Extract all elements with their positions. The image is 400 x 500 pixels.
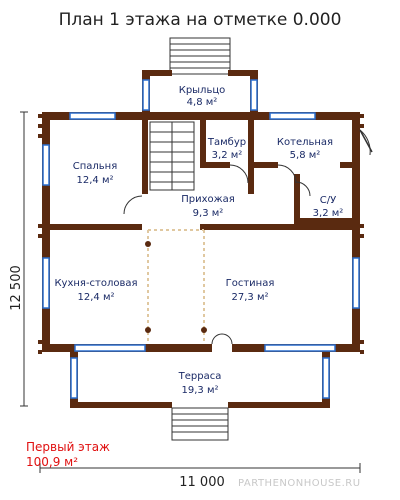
room-porch-area: 4,8 м² bbox=[187, 97, 218, 108]
room-vestibule-name: Тамбур bbox=[207, 137, 246, 148]
room-bedroom-area: 12,4 м² bbox=[77, 175, 114, 186]
room-hall-area: 9,3 м² bbox=[193, 208, 224, 219]
boiler-door bbox=[359, 129, 373, 156]
room-kitchen-name: Кухня-столовая bbox=[54, 278, 137, 289]
width-dimension: 11 000 bbox=[179, 475, 225, 490]
room-living-area: 27,3 м² bbox=[232, 292, 269, 303]
room-wc-area: 3,2 м² bbox=[313, 208, 344, 219]
interior-walls bbox=[42, 112, 360, 230]
room-boiler-area: 5,8 м² bbox=[290, 150, 321, 161]
terrace-windows bbox=[70, 357, 330, 399]
room-vestibule-area: 3,2 м² bbox=[212, 150, 243, 161]
porch-windows bbox=[142, 79, 258, 111]
dimension-lines bbox=[20, 111, 361, 473]
porch-steps bbox=[169, 37, 231, 75]
floor-summary-area: 100,9 м² bbox=[26, 455, 79, 469]
room-living-name: Гостиная bbox=[226, 278, 275, 289]
height-dimension: 12 500 bbox=[9, 265, 24, 311]
room-boiler-name: Котельная bbox=[277, 137, 333, 148]
room-terrace-name: Терраса bbox=[178, 371, 222, 382]
log-ends bbox=[38, 114, 364, 354]
watermark: PARTHENONHOUSE.RU bbox=[238, 478, 361, 489]
terrace-steps bbox=[171, 407, 229, 441]
beams bbox=[145, 229, 207, 344]
plan-title: План 1 этажа на отметке 0.000 bbox=[58, 10, 342, 30]
room-porch-name: Крыльцо bbox=[179, 85, 226, 96]
room-bedroom-name: Спальня bbox=[73, 161, 118, 172]
door-swings bbox=[123, 164, 311, 345]
room-wc-name: С/У bbox=[320, 195, 336, 206]
outer-windows bbox=[42, 112, 360, 352]
floor-summary-label: Первый этаж bbox=[26, 440, 110, 454]
room-hall-name: Прихожая bbox=[181, 194, 235, 205]
floor-summary: Первый этаж 100,9 м² bbox=[26, 440, 110, 470]
room-kitchen-area: 12,4 м² bbox=[78, 292, 115, 303]
room-terrace-area: 19,3 м² bbox=[182, 385, 219, 396]
staircase bbox=[149, 121, 195, 191]
